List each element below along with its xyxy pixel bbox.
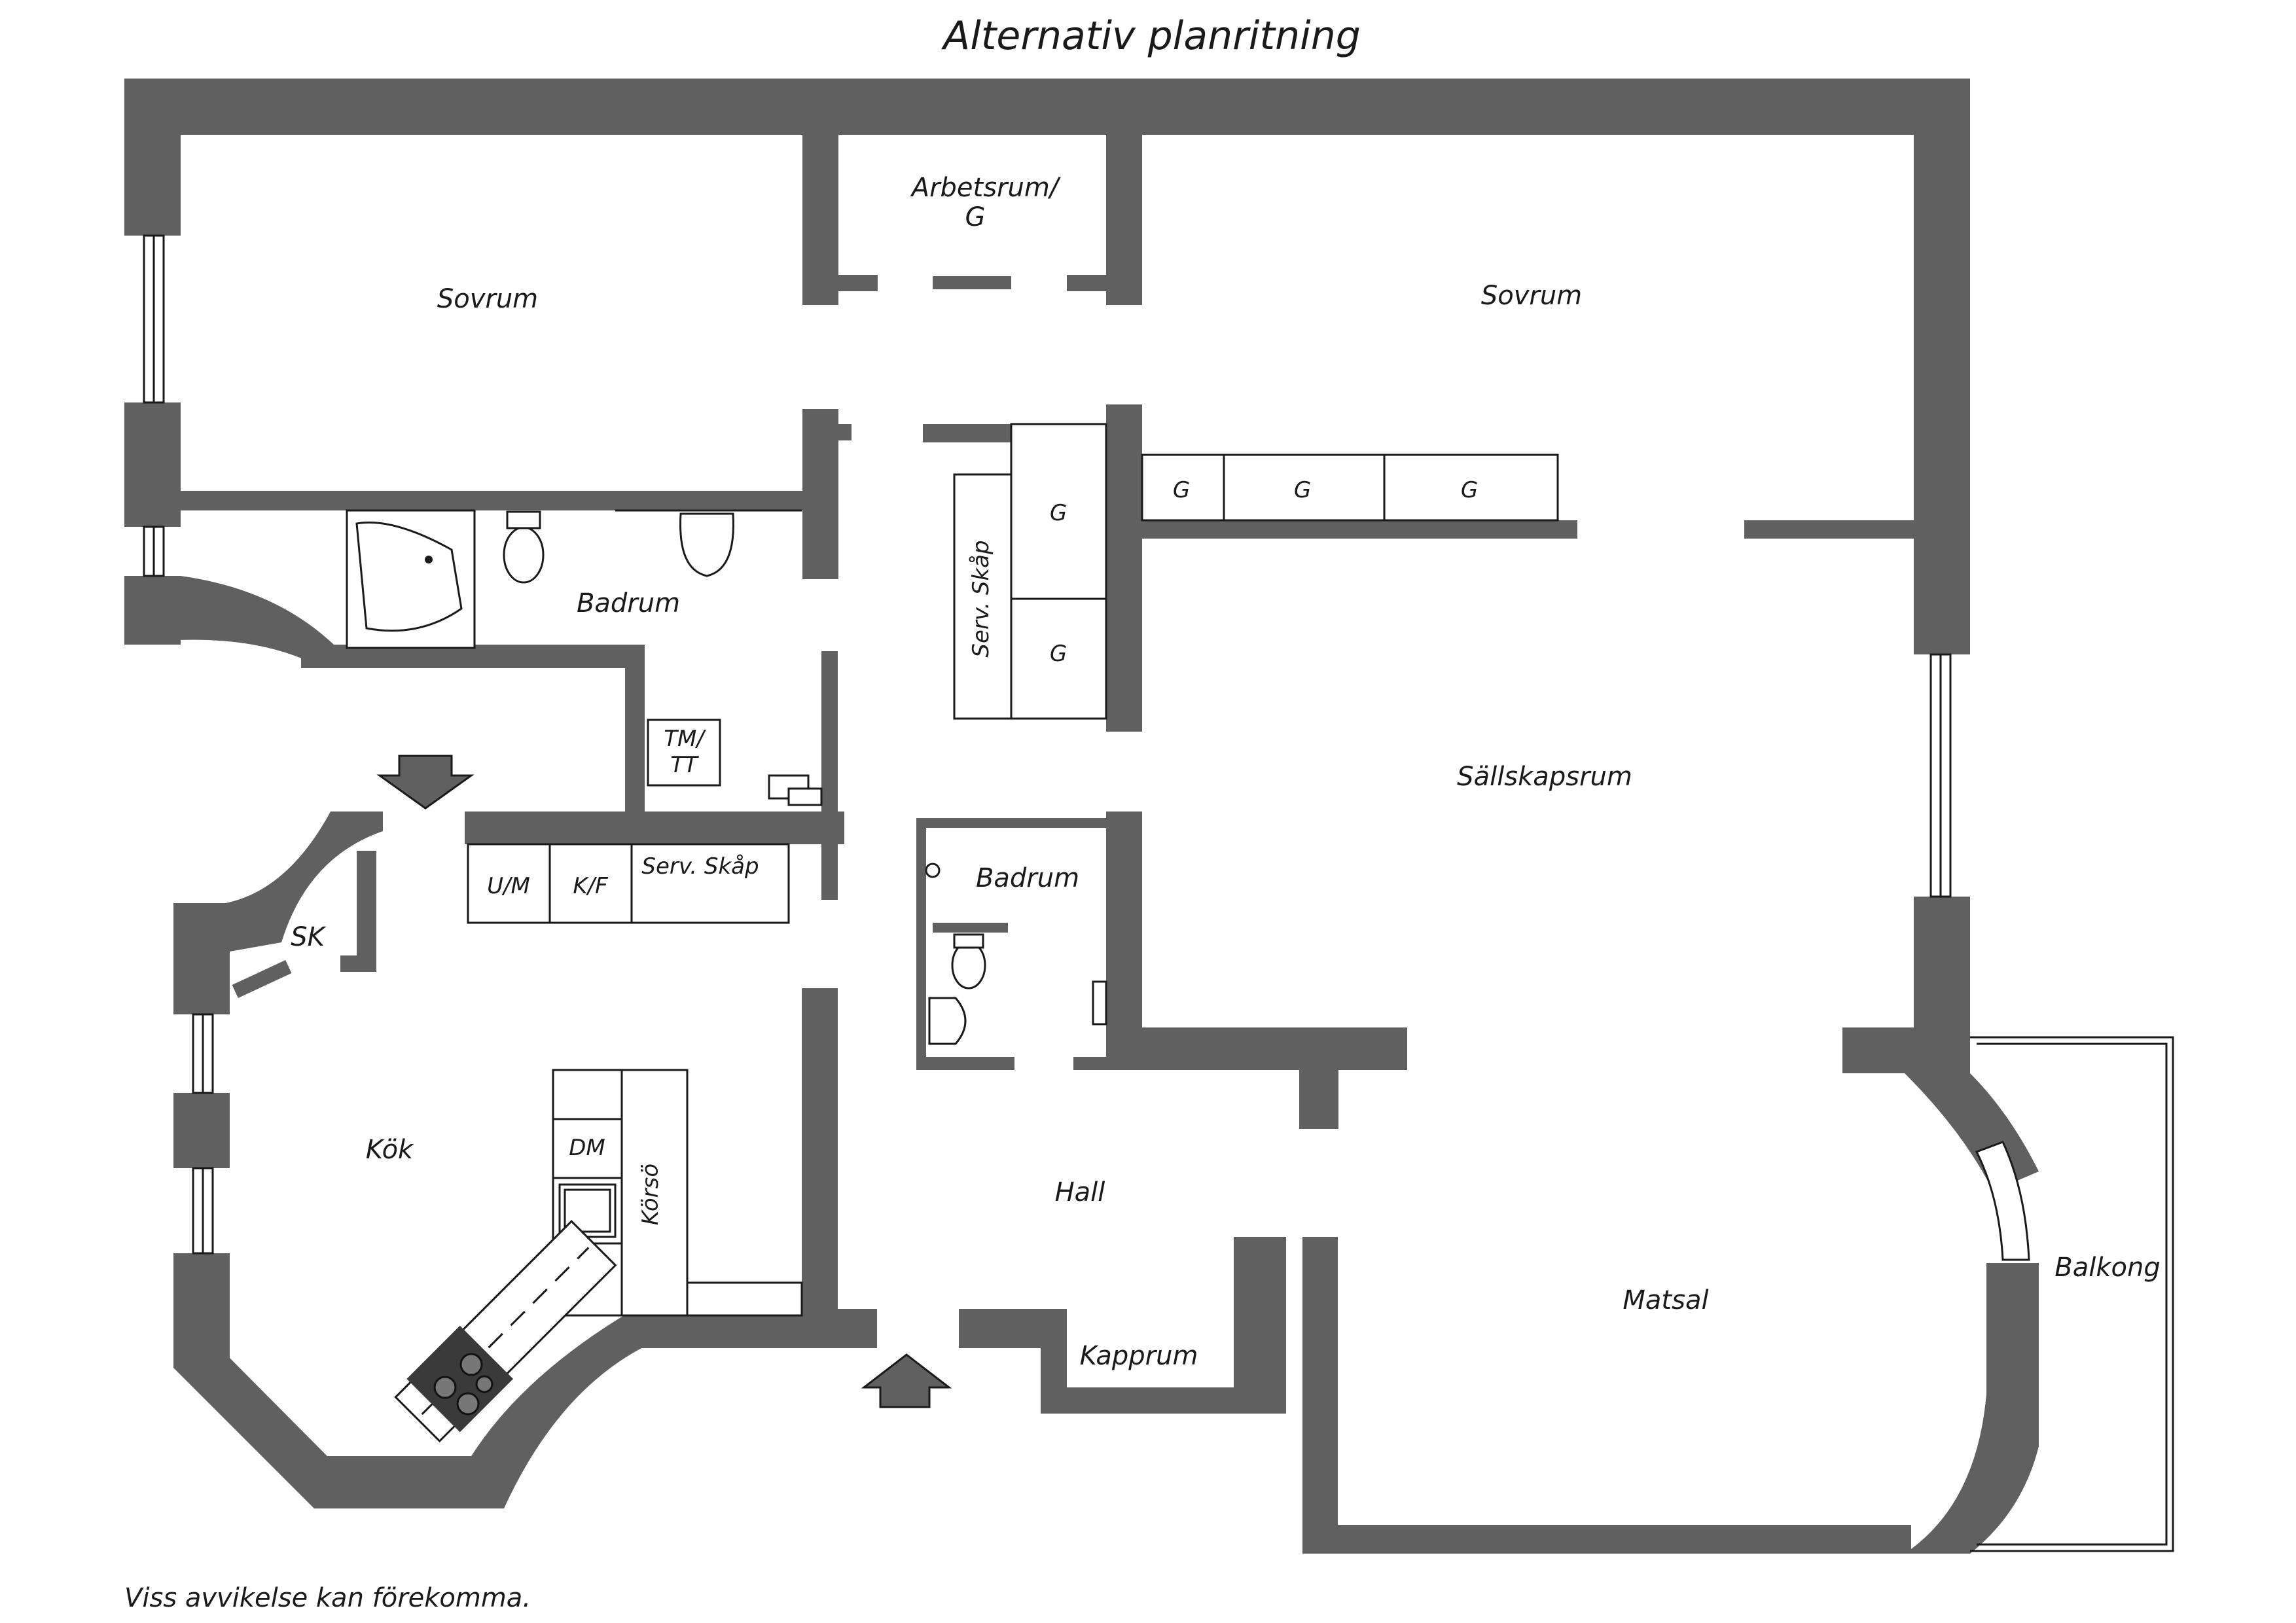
- disclaimer-note: Viss avvikelse kan förekomma.: [124, 1583, 531, 1613]
- room-arbetsrum-g: G: [965, 202, 986, 232]
- bathroom-fixtures: [346, 509, 1107, 1045]
- room-badrum-top: Badrum: [577, 588, 680, 618]
- room-kok: Kök: [366, 1135, 414, 1165]
- room-labels: Sovrum Arbetsrum/ G Sovrum Badrum Sällsk…: [291, 173, 2161, 1371]
- washbasin-icon-mid: [928, 997, 967, 1045]
- room-arbetsrum: Arbetsrum/: [910, 173, 1062, 203]
- room-balkong: Balkong: [2054, 1253, 2160, 1283]
- korso-label: Körsö: [637, 1164, 664, 1225]
- storage-g-2: G: [1294, 477, 1311, 503]
- entry-arrow-bottom: [861, 1353, 952, 1408]
- room-hall: Hall: [1055, 1177, 1105, 1207]
- balcony: [1970, 1036, 2174, 1552]
- serv-skap-vertical: Serv. Skåp: [968, 540, 994, 657]
- toilet-icon-top: [503, 526, 545, 584]
- dm-label: DM: [569, 1135, 605, 1161]
- outer-walls: [124, 79, 2039, 1554]
- kitchen-fixtures: U/M K/F Serv. Skåp DM Körsö: [394, 843, 803, 1443]
- room-sallskapsrum: Sällskapsrum: [1457, 762, 1632, 792]
- stove-counter: [394, 1220, 617, 1443]
- washbasin-icon-top: [679, 512, 734, 577]
- room-badrum-mid: Badrum: [976, 863, 1079, 893]
- window-bay: [1975, 1141, 2030, 1261]
- shower-icon: [925, 863, 941, 878]
- room-sk: SK: [291, 922, 326, 952]
- room-sovrum-right: Sovrum: [1481, 281, 1582, 311]
- room-sovrum-left: Sovrum: [437, 284, 538, 314]
- bathtub-icon: [346, 509, 476, 649]
- windows: [143, 234, 2030, 1261]
- kf-label: K/F: [573, 873, 608, 899]
- room-matsal: Matsal: [1623, 1285, 1708, 1315]
- storage-g-3: G: [1461, 477, 1478, 503]
- entry-arrow-top: [376, 755, 475, 810]
- toilet-icon-mid: [951, 941, 986, 990]
- tt-label: TT: [670, 752, 699, 778]
- storage-g-5: G: [1050, 641, 1067, 667]
- plan-title: Alternativ planritning: [941, 13, 1361, 59]
- storage-g-1: G: [1173, 477, 1190, 503]
- room-kapprum: Kapprum: [1080, 1341, 1198, 1371]
- storage-blocks: G G G G G Serv. Skåp TM/ TT: [647, 423, 1559, 806]
- storage-g-4: G: [1050, 500, 1067, 526]
- um-label: U/M: [487, 873, 530, 899]
- tm-label: TM/: [664, 726, 706, 752]
- serv-skap-horizontal: Serv. Skåp: [641, 853, 759, 880]
